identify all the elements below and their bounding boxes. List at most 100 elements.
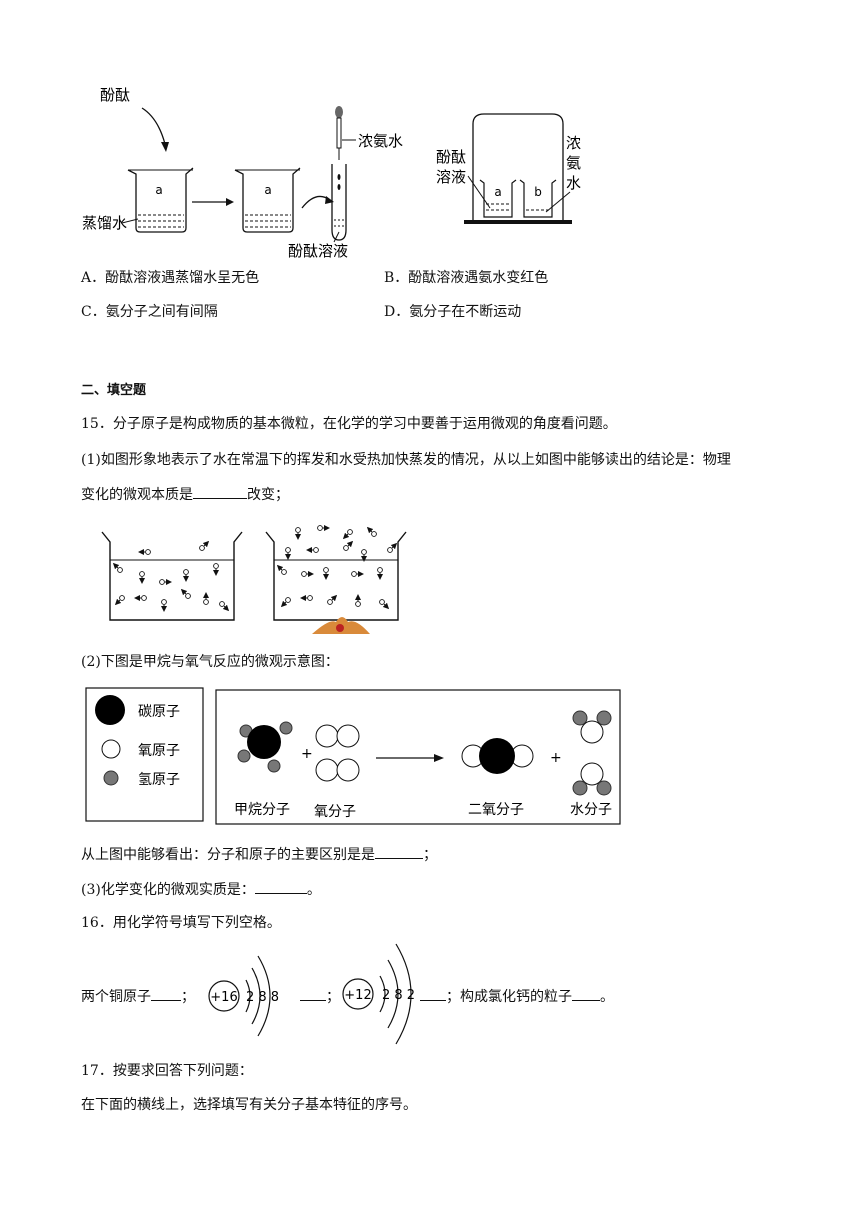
q15-part3: (3)化学变化的微观实质是： 。 bbox=[81, 879, 321, 900]
cacl-text: 构成氯化钙的粒子 bbox=[460, 989, 572, 1005]
sep-2: ； bbox=[326, 989, 340, 1005]
water-molecule bbox=[281, 569, 287, 575]
atom-structure-1: +16 2 8 8 bbox=[208, 955, 279, 1037]
option-a: A．酚酞溶液遇蒸馏水呈无色 bbox=[81, 270, 260, 286]
right-ammonia-char-3: 水 bbox=[566, 174, 581, 192]
water-evaporation-figure bbox=[101, 525, 407, 634]
motion-arrow bbox=[180, 588, 188, 596]
right-beaker-b-label: b bbox=[534, 185, 542, 199]
water-molecule bbox=[387, 547, 393, 553]
water-molecule bbox=[139, 571, 145, 577]
water-molecule bbox=[371, 531, 377, 537]
plus-2: + bbox=[550, 750, 562, 766]
distilled-water-label: 蒸馏水 bbox=[82, 214, 127, 232]
water-molecule bbox=[307, 595, 313, 601]
water-molecule bbox=[351, 571, 357, 577]
section-title: 二、填空题 bbox=[81, 383, 147, 398]
q15-after-figure-pre: 从上图中能够看出：分子和原子的主要区别是是 bbox=[81, 847, 375, 863]
option-b: B．酚酞溶液遇氨水变红色 bbox=[384, 270, 549, 286]
water-molecule bbox=[203, 599, 209, 605]
q17-line2: 在下面的横线上，选择填写有关分子基本特征的序号。 bbox=[81, 1097, 417, 1113]
water-molecule-label: 水分子 bbox=[570, 802, 612, 818]
answer-blank-cacl[interactable] bbox=[572, 986, 600, 1001]
legend-oxygen: 氧原子 bbox=[138, 743, 180, 759]
water-molecule bbox=[199, 545, 205, 551]
water-molecules bbox=[112, 525, 398, 612]
water-molecule bbox=[295, 527, 301, 533]
two-cu-text: 两个铜原子 bbox=[81, 989, 151, 1005]
water-molecule bbox=[159, 579, 165, 585]
water-molecule bbox=[379, 599, 385, 605]
legend-hydrogen: 氢原子 bbox=[138, 772, 180, 788]
q15-after-figure: 从上图中能够看出：分子和原子的主要区别是是 ； bbox=[81, 844, 437, 865]
water-molecule bbox=[141, 595, 147, 601]
water-molecule bbox=[119, 595, 125, 601]
water-molecule bbox=[323, 567, 329, 573]
water-molecule bbox=[347, 529, 353, 535]
right-ammonia-char-1: 浓 bbox=[566, 134, 581, 152]
sep-1: ； bbox=[181, 989, 195, 1005]
right-phenol-label-1: 酚酞 bbox=[436, 148, 466, 166]
answer-blank-atom2[interactable] bbox=[420, 986, 446, 1001]
q15-part1-line2: 变化的微观本质是 改变； bbox=[81, 484, 289, 505]
motion-arrow bbox=[342, 532, 350, 540]
atom1-shells: 2 8 8 bbox=[246, 990, 279, 1005]
motion-arrow bbox=[112, 562, 120, 570]
end-period: 。 bbox=[600, 989, 614, 1005]
oxygen-molecule-label: 氧分子 bbox=[314, 804, 356, 820]
water-molecule bbox=[285, 547, 291, 553]
water-molecule bbox=[327, 599, 333, 605]
water-molecule bbox=[317, 525, 323, 531]
water-molecule bbox=[213, 563, 219, 569]
water-molecule bbox=[183, 569, 189, 575]
atom2-shells: 2 8 2 bbox=[382, 988, 415, 1003]
answer-blank-2[interactable] bbox=[375, 844, 423, 859]
atom2-nucleus: +12 bbox=[344, 988, 371, 1003]
phenolphthalein-experiment-figure: 酚酞 a 蒸馏水 a 浓氨水 酚酞溶液 a b 酚酞 溶液 浓 氨 水 bbox=[82, 86, 581, 260]
option-d: D．氨分子在不断运动 bbox=[384, 304, 522, 320]
motion-arrow bbox=[276, 564, 284, 572]
motion-arrow bbox=[222, 604, 230, 612]
q16-blank-3: ；构成氯化钙的粒子 。 bbox=[420, 986, 614, 1007]
atom-structure-2: +12 2 8 2 bbox=[342, 943, 415, 1045]
option-c: C．氨分子之间有间隔 bbox=[81, 304, 218, 320]
right-beaker-a-label: a bbox=[494, 185, 501, 199]
q15-part2: (2)下图是甲烷与氧气反应的微观示意图： bbox=[81, 654, 339, 670]
motion-arrow bbox=[280, 600, 288, 608]
q15-part1-line2-pre: 变化的微观本质是 bbox=[81, 487, 193, 503]
sep-3: ； bbox=[446, 989, 460, 1005]
q15-part1-line2-post: 改变； bbox=[247, 487, 289, 503]
water-molecule bbox=[361, 549, 367, 555]
q15-after-figure-post: ； bbox=[423, 847, 437, 863]
water-molecule bbox=[145, 549, 151, 555]
methane-label: 甲烷分子 bbox=[234, 802, 290, 818]
legend-carbon: 碳原子 bbox=[138, 704, 180, 720]
q17-stem: 17．按要求回答下列问题： bbox=[81, 1063, 253, 1079]
q15-stem: 15．分子原子是构成物质的基本微粒，在化学的学习中要善于运用微观的角度看问题。 bbox=[81, 416, 617, 432]
phenolphthalein-label: 酚酞 bbox=[100, 86, 130, 104]
q15-part3-post: 。 bbox=[306, 882, 321, 898]
water-molecule bbox=[355, 601, 361, 607]
q15-part3-pre: (3)化学变化的微观实质是： bbox=[81, 882, 255, 898]
q15-part1-line1: (1)如图形象地表示了水在常温下的挥发和水受热加快蒸发的情况，从以上如图中能够读… bbox=[81, 452, 731, 468]
conc-ammonia-label: 浓氨水 bbox=[358, 132, 403, 150]
water-molecule bbox=[343, 545, 349, 551]
phenol-solution-label: 酚酞溶液 bbox=[288, 242, 348, 260]
motion-arrow bbox=[202, 540, 210, 548]
answer-blank-3[interactable] bbox=[254, 879, 307, 894]
answer-blank-cu[interactable] bbox=[151, 986, 181, 1001]
water-molecule bbox=[117, 567, 123, 573]
answer-blank-atom1[interactable] bbox=[300, 986, 326, 1001]
q16-stem: 16．用化学符号填写下列空格。 bbox=[81, 915, 281, 931]
water-molecule bbox=[301, 571, 307, 577]
water-molecule bbox=[219, 601, 225, 607]
answer-blank-1[interactable] bbox=[193, 484, 247, 499]
q16-blank-2: ； bbox=[300, 986, 340, 1007]
co2-label: 二氧分子 bbox=[468, 802, 524, 818]
water-molecule bbox=[377, 567, 383, 573]
plus-1: + bbox=[301, 746, 313, 762]
right-phenol-label-2: 溶液 bbox=[436, 168, 466, 186]
motion-arrow bbox=[114, 598, 122, 606]
methane-reaction-figure: 碳原子 氧原子 氢原子 + + 甲烷分子 氧分子 二氧分子 水分子 bbox=[85, 687, 621, 825]
motion-arrow bbox=[390, 542, 398, 550]
